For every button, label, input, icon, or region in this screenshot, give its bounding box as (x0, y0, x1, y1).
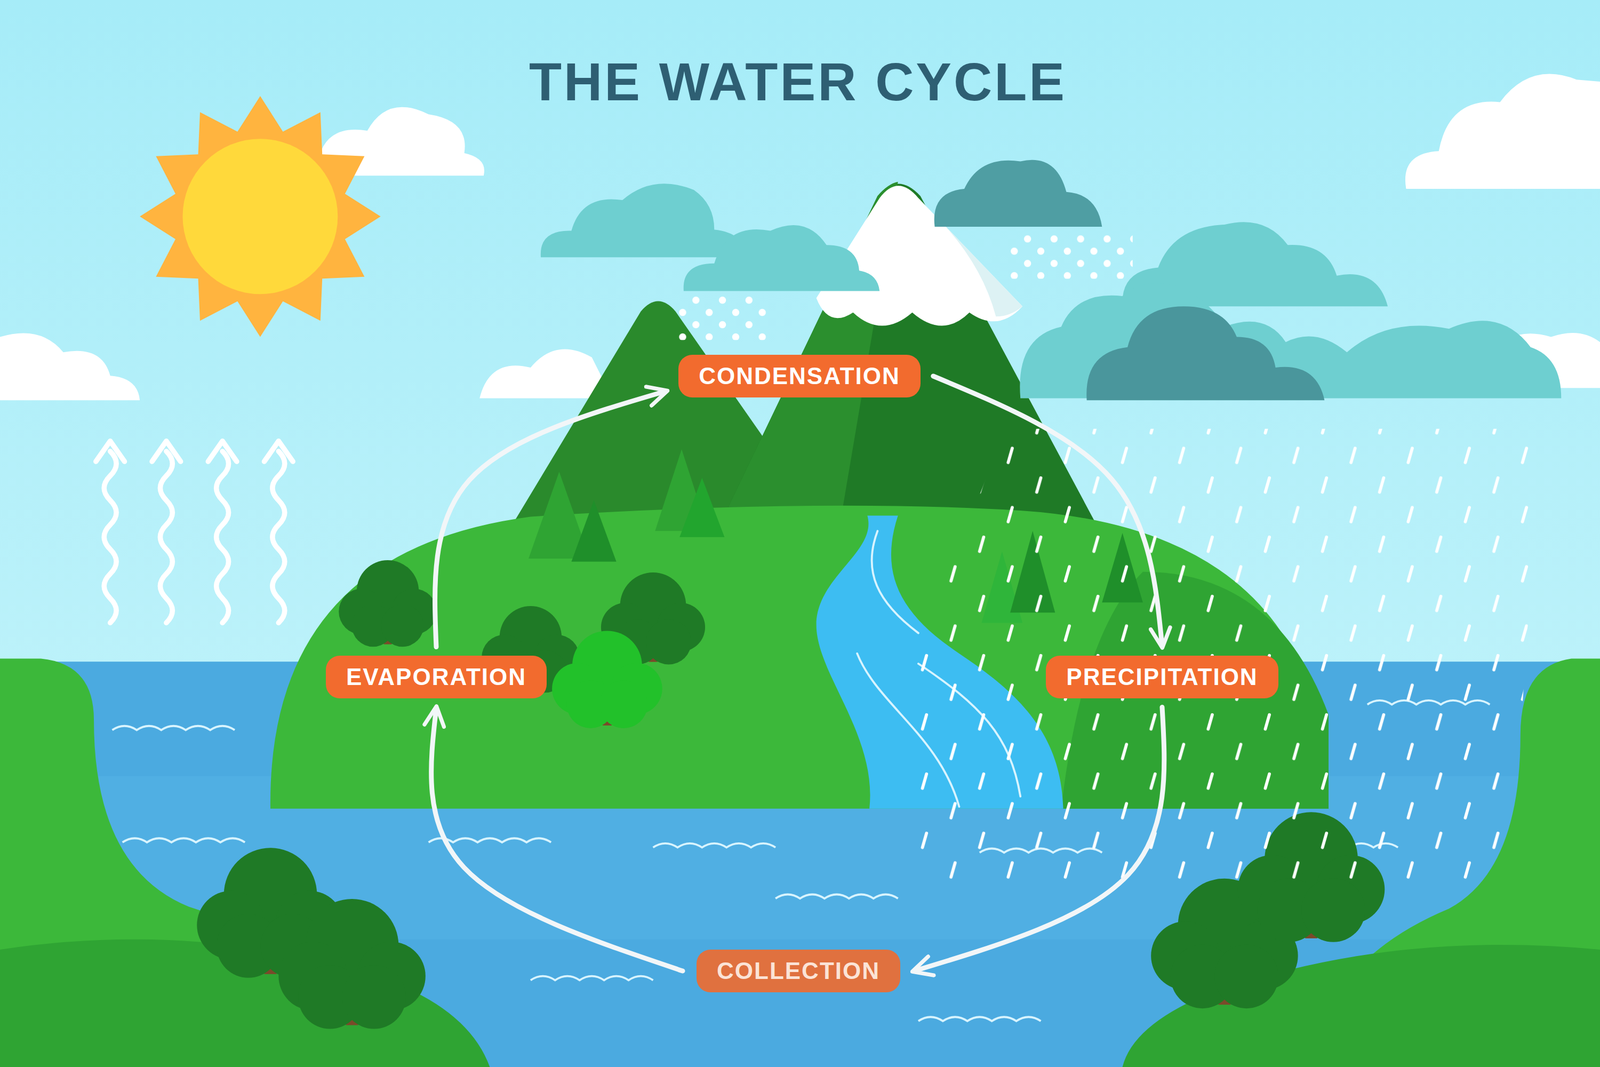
snowfall (678, 293, 771, 340)
rain (898, 428, 1541, 891)
process-label: COLLECTION (696, 949, 901, 993)
cycle-arrow (933, 376, 1163, 646)
process-label: CONDENSATION (678, 354, 921, 398)
right-hill (1122, 944, 1600, 1067)
cycle-arrow (914, 706, 1165, 971)
diagram-title: THE WATER CYCLE (529, 51, 1067, 113)
stage-label: EVAPORATION (346, 662, 527, 692)
stage-label: CONDENSATION (698, 362, 901, 391)
stage-label: PRECIPITATION (1066, 662, 1258, 692)
process-label: EVAPORATION (325, 655, 547, 699)
sun (139, 96, 381, 338)
stage-label: COLLECTION (716, 956, 880, 986)
grey-clouds (540, 160, 1562, 401)
cycle-arrow (435, 390, 667, 647)
white-clouds (0, 74, 1600, 401)
process-label: PRECIPITATION (1045, 655, 1278, 699)
cycle-arrow (431, 707, 683, 971)
evaporation-arrows (96, 441, 293, 623)
snowfall (1010, 232, 1133, 279)
